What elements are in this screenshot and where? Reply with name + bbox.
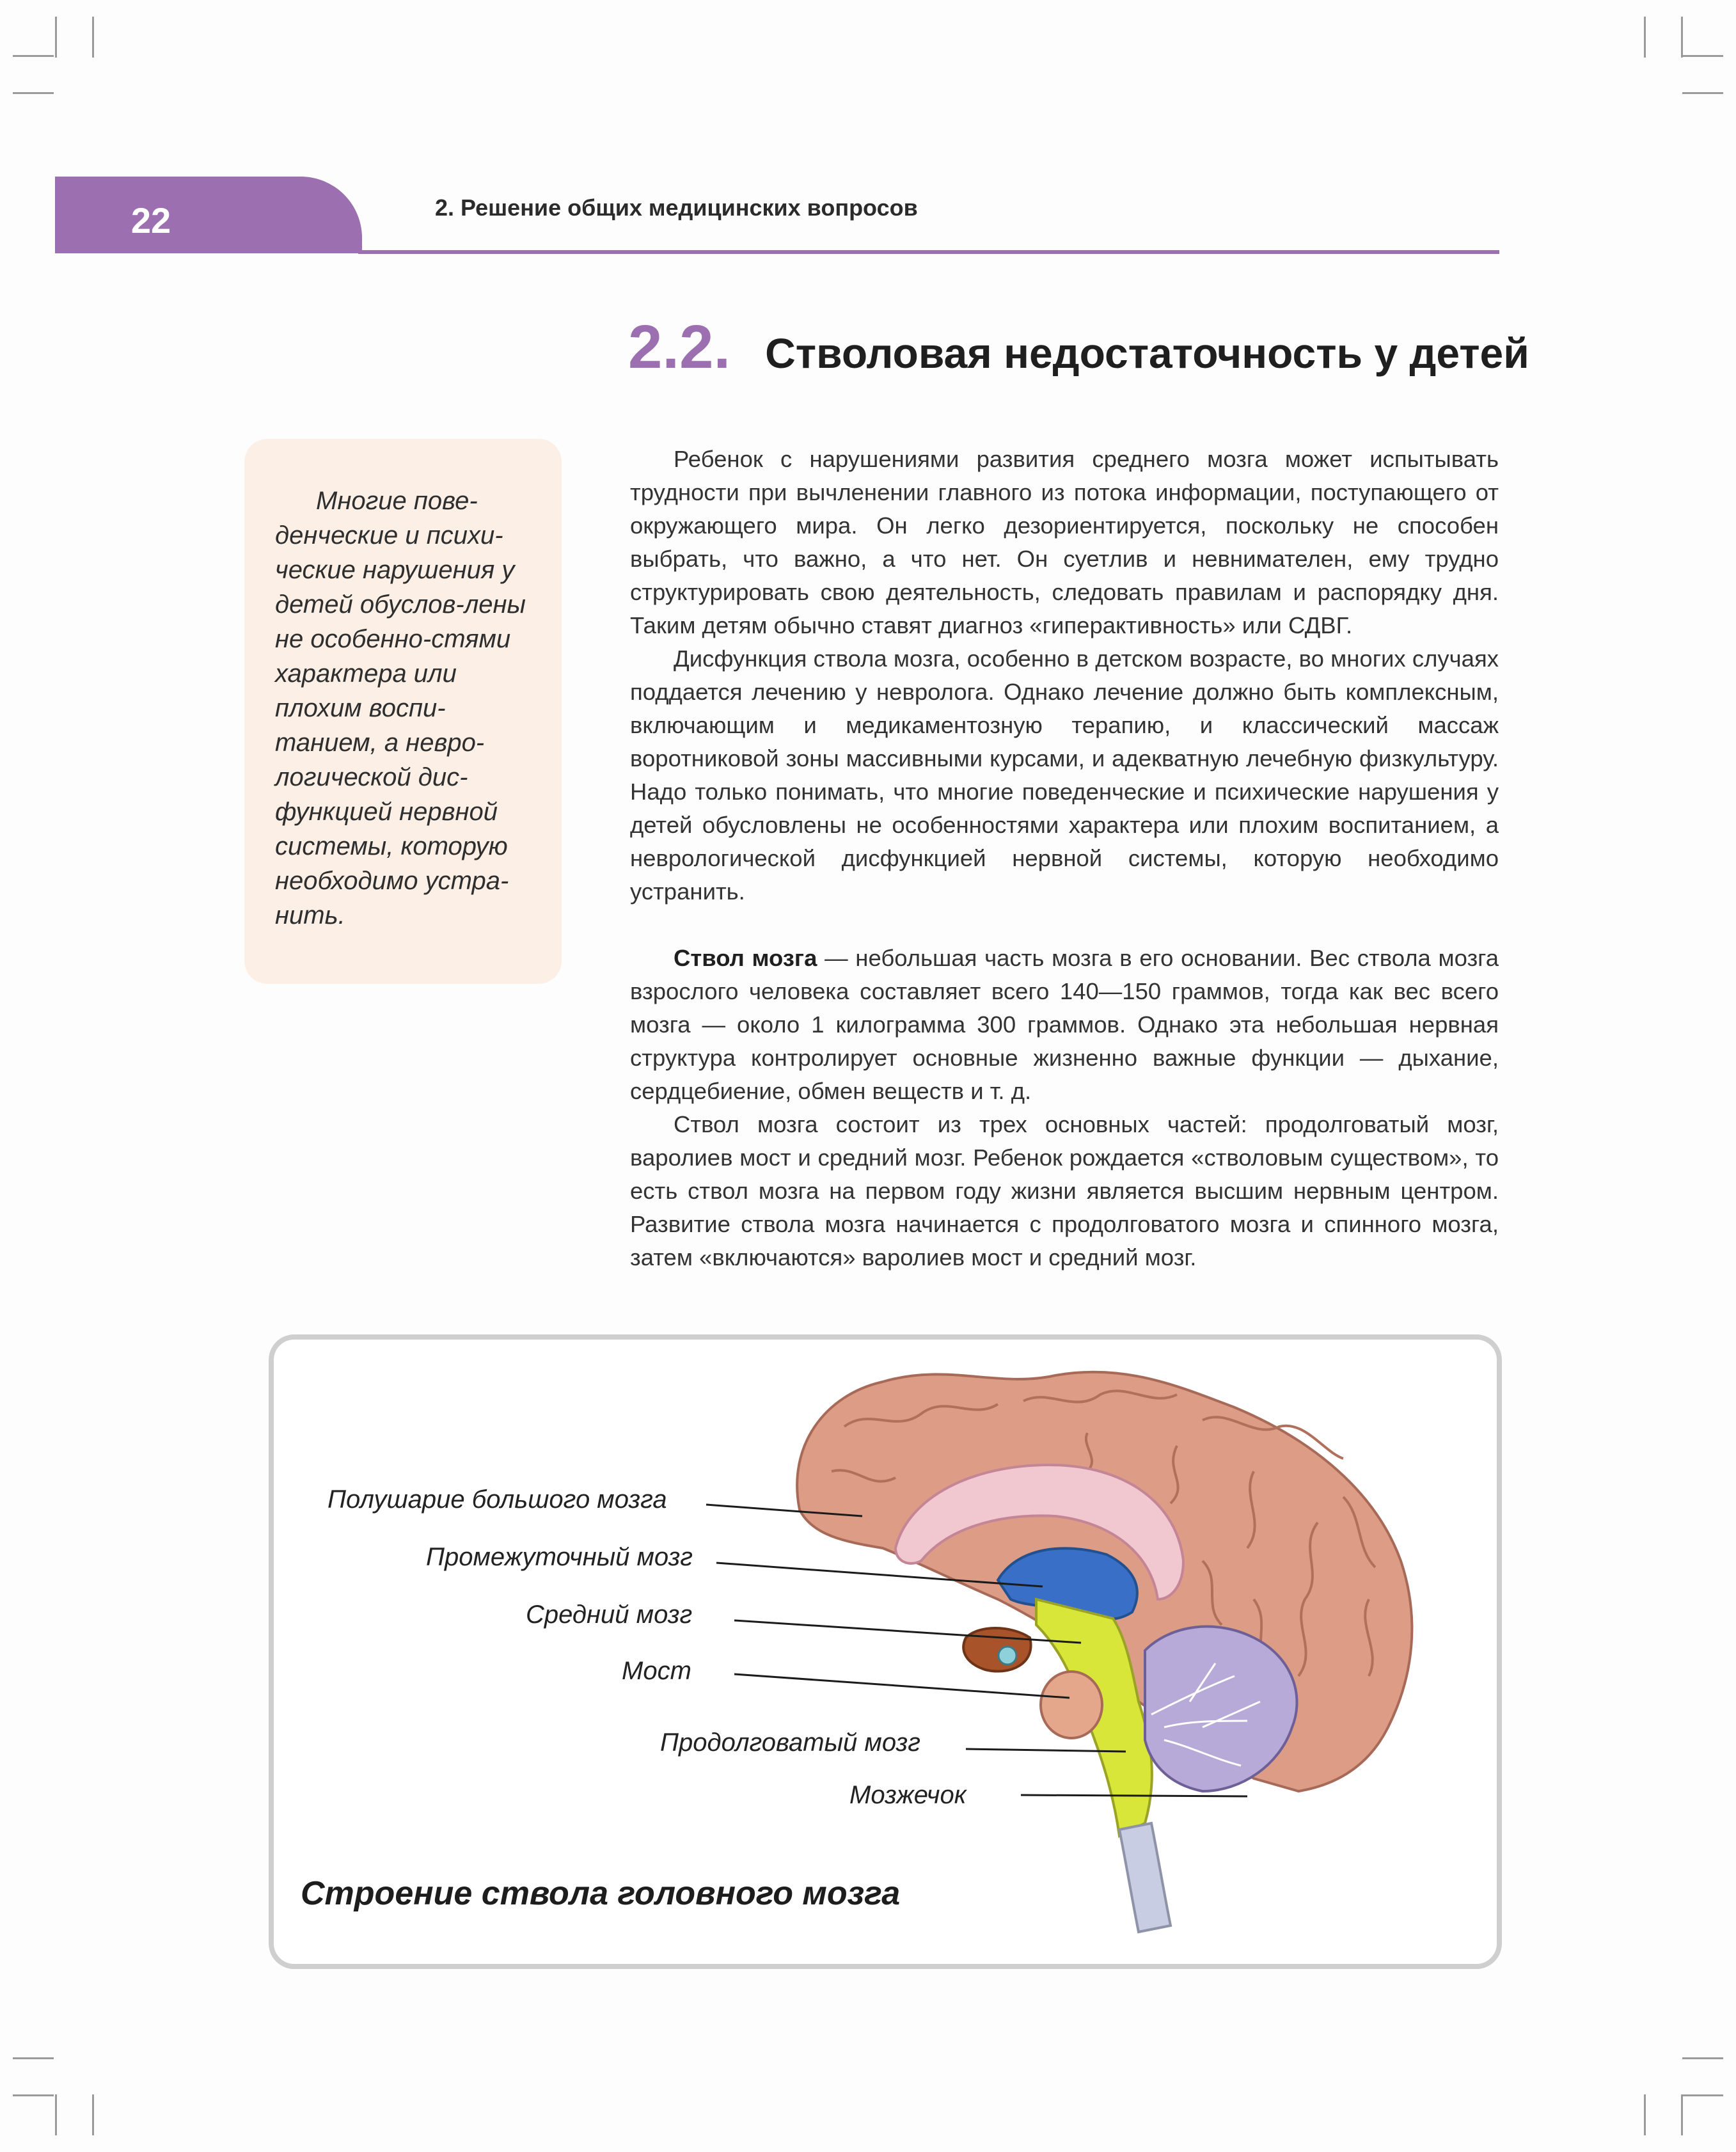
crop-mark (1644, 17, 1646, 58)
cerebellum-shape (1144, 1625, 1298, 1793)
label-diencephalon: Промежуточный мозг (426, 1543, 693, 1571)
crop-mark (1682, 55, 1723, 57)
crop-mark (55, 2094, 57, 2135)
corpus-callosum (894, 1463, 1185, 1601)
paragraph: Ствол мозга — небольшая часть мозга в ег… (630, 942, 1499, 1108)
label-midbrain: Средний мозг (526, 1601, 693, 1629)
crop-mark (13, 2094, 54, 2096)
sidebar-quote: Многие пове-денческие и психи-ческие нар… (275, 484, 544, 933)
crop-mark (13, 92, 54, 94)
pituitary-shape (962, 1627, 1032, 1673)
crop-mark (92, 17, 94, 58)
section-title: Стволовая недостаточность у детей (765, 329, 1529, 377)
paragraph: Ребенок с нарушениями развития среднего … (630, 446, 1499, 638)
spinal-cord-shape (1117, 1821, 1172, 1934)
crop-mark (1681, 17, 1683, 58)
body-text-top: Ребенок с нарушениями развития среднего … (630, 443, 1499, 908)
sidebar-box (244, 439, 562, 984)
crop-mark (13, 2057, 54, 2059)
label-pons: Мост (622, 1657, 691, 1685)
arbor-vitae (1151, 1663, 1261, 1767)
crop-mark (1644, 2094, 1646, 2135)
paragraph: Дисфункция ствола мозга, особенно в детс… (630, 645, 1499, 905)
page-number-tab (55, 177, 362, 253)
crop-mark (1681, 2094, 1683, 2135)
crop-mark (1682, 2057, 1723, 2059)
crop-mark (13, 55, 54, 57)
paragraph: Ствол мозга состоит из трех основных час… (630, 1111, 1499, 1270)
crop-mark (92, 2094, 94, 2135)
label-medulla: Продолговатый мозг (660, 1729, 920, 1757)
crop-mark (55, 17, 57, 58)
leader-lines (706, 1503, 1248, 1798)
term-brainstem: Ствол мозга (674, 945, 817, 971)
gyri-lines (831, 1389, 1377, 1677)
term-definition: — небольшая часть мозга в его основании.… (630, 945, 1499, 1104)
optic-chiasm (997, 1645, 1018, 1666)
page-number: 22 (130, 200, 171, 241)
section-number: 2.2. (628, 313, 731, 381)
body-text-bottom: Ствол мозга — небольшая часть мозга в ег… (630, 942, 1499, 1274)
crop-mark (1682, 92, 1723, 94)
label-cerebellum: Мозжечок (849, 1781, 967, 1809)
crop-mark (1682, 2094, 1723, 2096)
label-hemisphere: Полушарие большого мозга (327, 1485, 667, 1514)
section-heading: 2.2. Стволовая недостаточность у детей (628, 312, 1529, 389)
pons-shape (1039, 1670, 1103, 1739)
figure-caption: Строение ствола головного мозга (301, 1875, 901, 1912)
header-rule (358, 250, 1499, 254)
sidebar-quote-text: Многие пове-денческие и психи-ческие нар… (275, 487, 526, 930)
running-header: 2. Решение общих медицинских вопросов (435, 194, 918, 221)
